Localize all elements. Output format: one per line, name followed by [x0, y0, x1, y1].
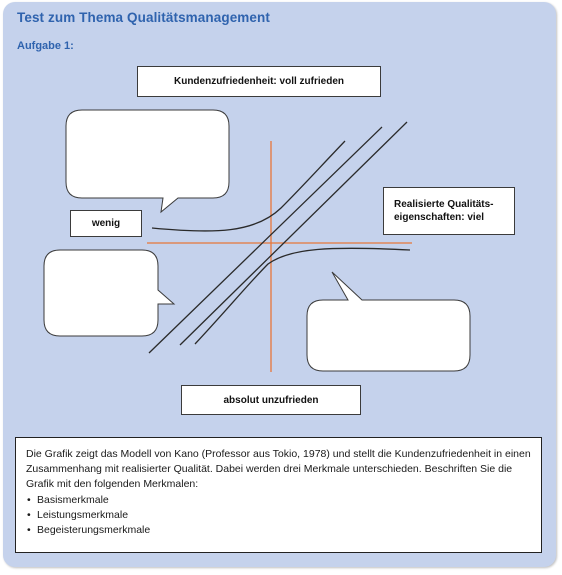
instructions-box: Die Grafik zeigt das Modell von Kano (Pr…: [15, 437, 542, 553]
right-axis-label-line1: Realisierte Qualitäts-: [394, 199, 494, 210]
instructions-text: Die Grafik zeigt das Modell von Kano (Pr…: [26, 448, 531, 490]
performance-line-inner: [179, 121, 408, 346]
left-axis-label: wenig: [70, 210, 142, 237]
top-axis-label: Kundenzufriedenheit: voll zufrieden: [137, 66, 381, 97]
right-axis-label-line2: eigenschaften: viel: [394, 212, 485, 223]
right-axis-label: Realisierte Qualitäts- eigenschaften: vi…: [383, 187, 515, 235]
task-heading: Aufgabe 1:: [17, 40, 74, 52]
bottom-axis-label: absolut unzufrieden: [181, 385, 361, 415]
page-title: Test zum Thema Qualitätsmanagement: [17, 10, 270, 25]
answer-bubble-left: [43, 249, 176, 337]
answer-bubble-bottom: [306, 271, 471, 372]
feature-list: Basismerkmale Leistungsmerkmale Begeiste…: [26, 493, 531, 538]
performance-line-outer: [148, 126, 383, 354]
basic-curve: [194, 247, 411, 345]
excitement-curve: [151, 140, 346, 232]
list-item: Leistungsmerkmale: [26, 508, 531, 523]
answer-bubble-top: [65, 109, 230, 214]
list-item: Basismerkmale: [26, 493, 531, 508]
list-item: Begeisterungsmerkmale: [26, 523, 531, 538]
